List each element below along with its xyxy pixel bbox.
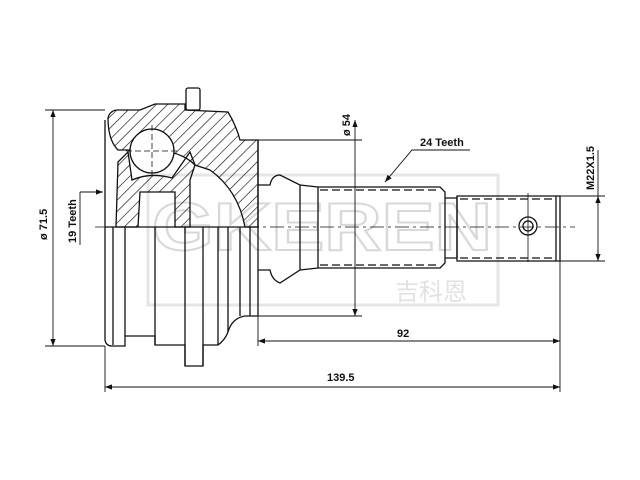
clip-pin xyxy=(185,87,201,111)
spline xyxy=(317,186,446,269)
inner-race xyxy=(115,150,196,228)
overall-length-label: 139.5 xyxy=(327,372,355,384)
thread-label: M22X1.5 xyxy=(585,146,597,190)
shaft-length-label: 92 xyxy=(397,328,409,340)
watermark-latin: GKEREN xyxy=(152,189,492,265)
inner-teeth-label: 19 Teeth xyxy=(67,199,79,243)
housing-diameter-label: ø 71.5 xyxy=(38,209,50,240)
dimension-lines xyxy=(45,109,605,392)
boss-diameter-label: ø 54 xyxy=(341,113,353,136)
watermark: GKEREN 吉科恩 xyxy=(146,173,500,307)
outer-teeth-label: 24 Teeth xyxy=(420,137,464,149)
watermark-chinese: 吉科恩 xyxy=(395,278,467,306)
